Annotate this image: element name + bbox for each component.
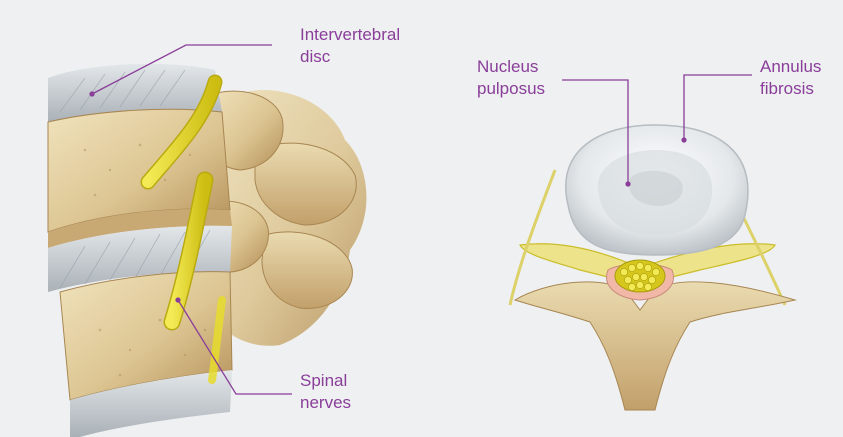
label-intervertebral-disc: Intervertebral disc: [300, 24, 400, 68]
label-intervertebral-disc-line2: disc: [300, 46, 400, 68]
axial-spine-view: [510, 125, 795, 410]
label-annulus-fibrosis-line1: Annulus: [760, 56, 821, 78]
pointer-dot-intervertebral-disc: [89, 91, 94, 96]
label-nucleus-pulposus: Nucleus pulposus: [477, 56, 545, 100]
vertebral-arch-axial: [515, 282, 795, 410]
label-spinal-nerves-line2: nerves: [300, 392, 351, 414]
label-nucleus-pulposus-line1: Nucleus: [477, 56, 545, 78]
label-annulus-fibrosis: Annulus fibrosis: [760, 56, 821, 100]
label-nucleus-pulposus-line2: pulposus: [477, 78, 545, 100]
label-intervertebral-disc-line1: Intervertebral: [300, 24, 400, 46]
pointer-dot-annulus-fibrosis: [681, 137, 686, 142]
label-annulus-fibrosis-line2: fibrosis: [760, 78, 821, 100]
pointer-dot-spinal-nerves: [175, 297, 180, 302]
pointer-dot-nucleus-pulposus: [625, 181, 630, 186]
label-spinal-nerves: Spinal nerves: [300, 370, 351, 414]
ligament-left: [510, 170, 555, 305]
label-spinal-nerves-line1: Spinal: [300, 370, 351, 392]
